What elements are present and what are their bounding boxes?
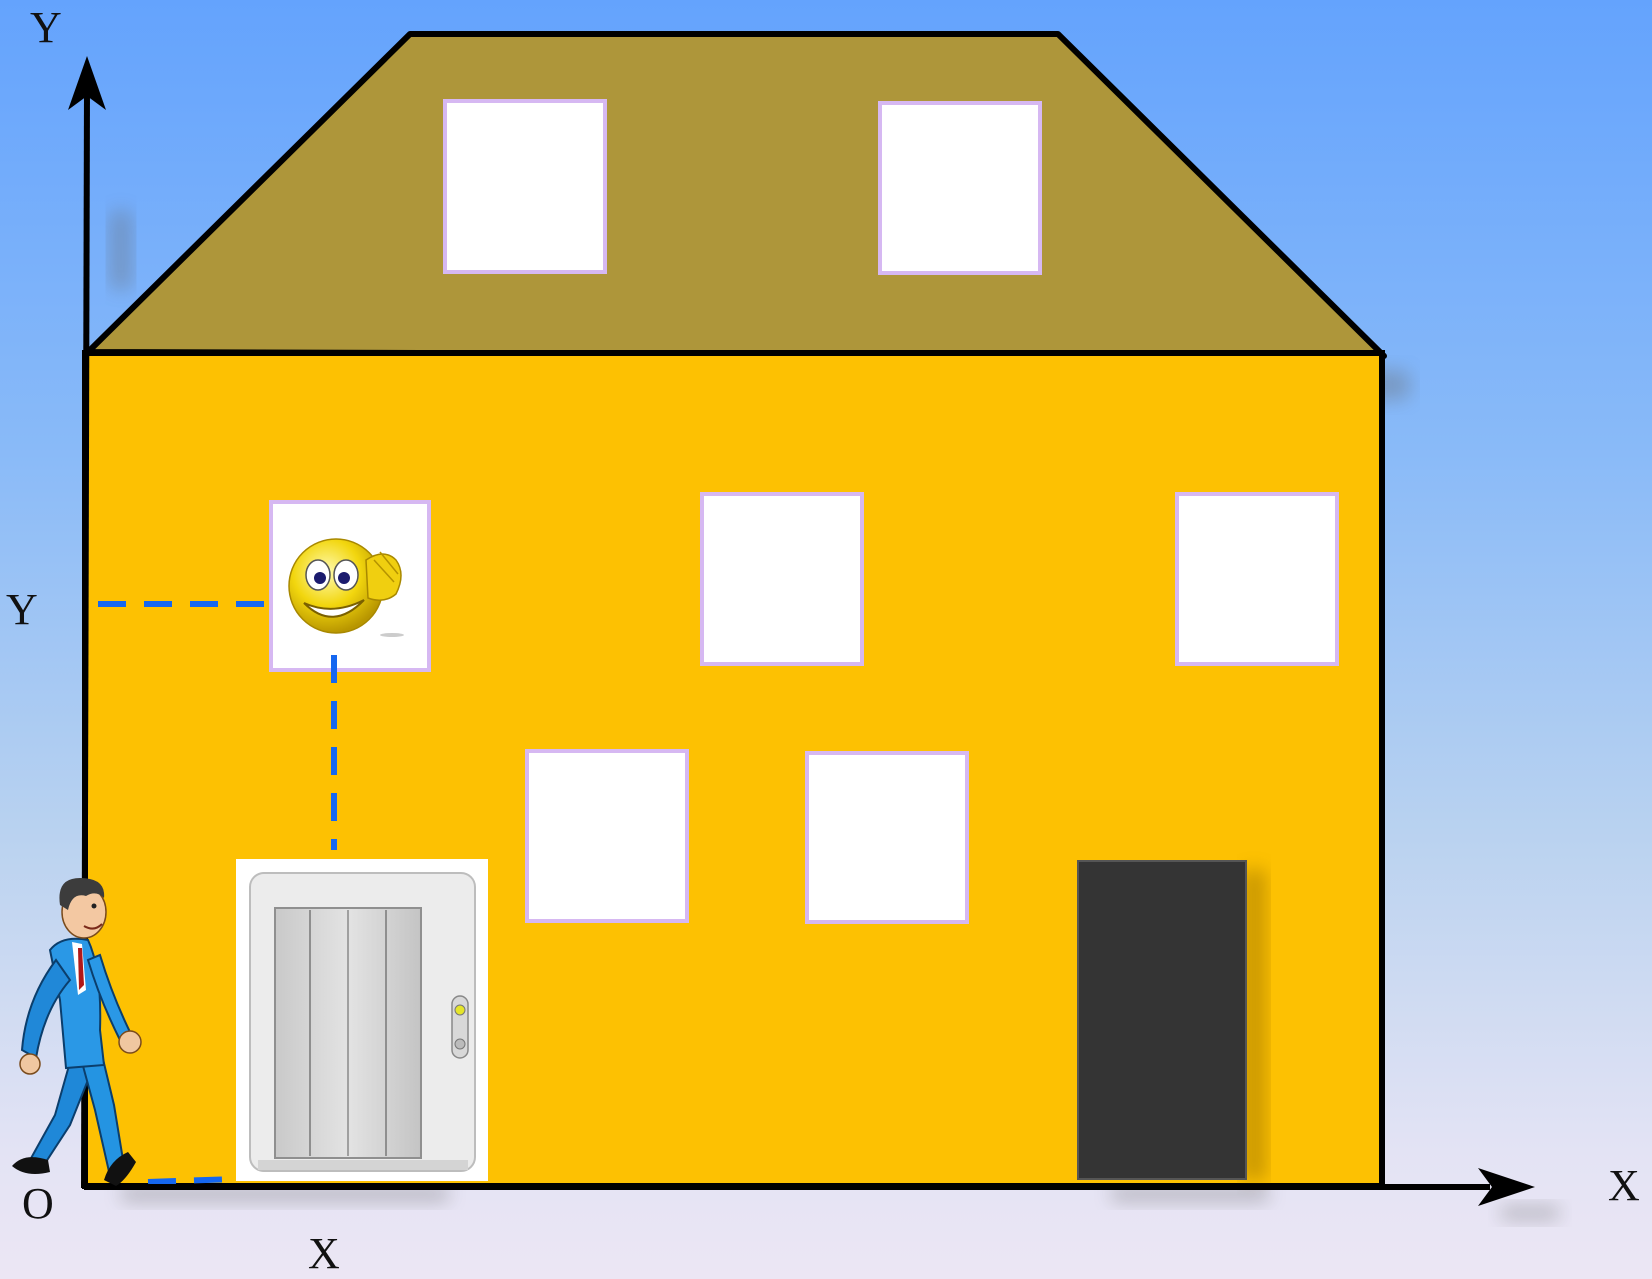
elevator-icon — [236, 859, 488, 1181]
x-coordinate-label: X — [308, 1229, 340, 1278]
window-upper-center — [702, 494, 862, 664]
attic-window-left — [445, 101, 605, 272]
window-middle-right — [807, 753, 967, 922]
attic-window-right — [880, 103, 1040, 273]
window-middle-left — [527, 751, 687, 921]
origin-label: O — [22, 1179, 54, 1228]
y-axis-label-top: Y — [30, 3, 62, 52]
front-door — [1078, 861, 1266, 1180]
x-axis-label-right: X — [1608, 1161, 1640, 1210]
window-upper-right — [1177, 494, 1337, 664]
roof — [88, 34, 1384, 356]
y-coordinate-label: Y — [6, 585, 38, 634]
